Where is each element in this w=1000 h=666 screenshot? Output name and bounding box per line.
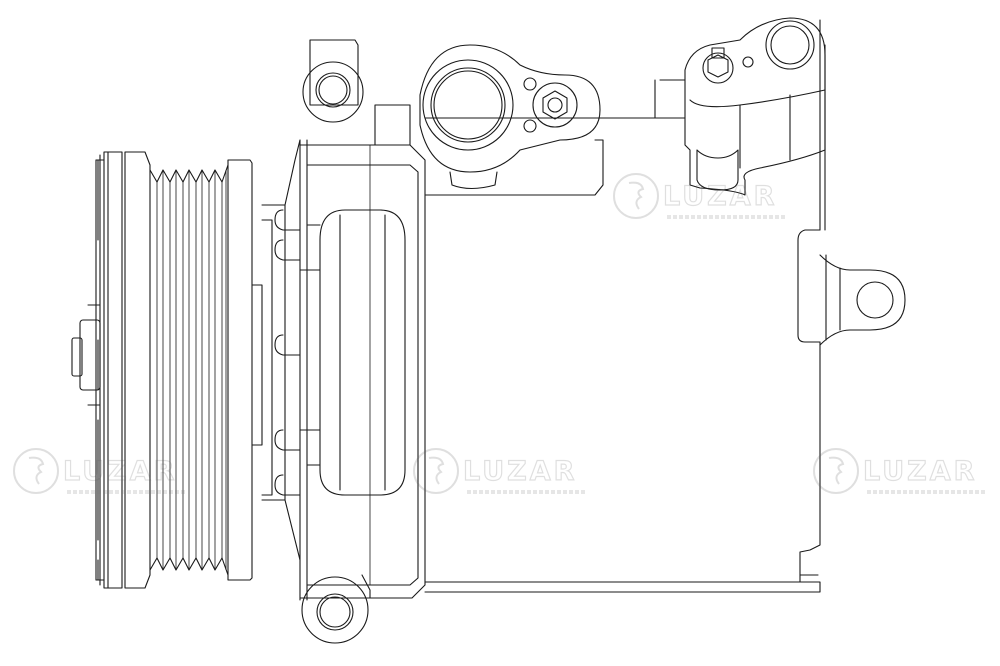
top-mount-ear [303, 40, 410, 145]
suction-port-flange [420, 45, 600, 189]
clutch-plate [72, 155, 104, 585]
discharge-port-block [685, 18, 825, 195]
front-housing [275, 140, 425, 600]
compressor-body [425, 20, 825, 592]
side-mount-lug [820, 255, 905, 345]
front-housing-ring [252, 205, 285, 500]
pulley [104, 152, 252, 588]
